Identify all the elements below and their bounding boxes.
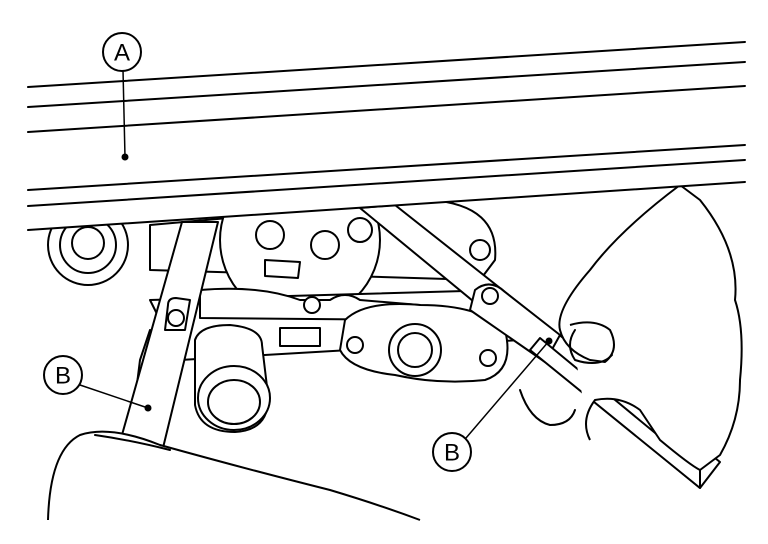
callout-b-right-label: B <box>444 440 460 467</box>
straightedge <box>0 0 768 231</box>
callout-b-left-label: B <box>55 363 71 390</box>
callout-b-right: B <box>432 337 553 472</box>
callout-b-left: B <box>43 355 152 412</box>
hand-left <box>47 430 421 521</box>
hand-right <box>519 184 743 471</box>
callout-a: A <box>102 32 142 161</box>
feeler-gauge-right <box>359 204 721 489</box>
callout-a-label: A <box>114 40 130 67</box>
